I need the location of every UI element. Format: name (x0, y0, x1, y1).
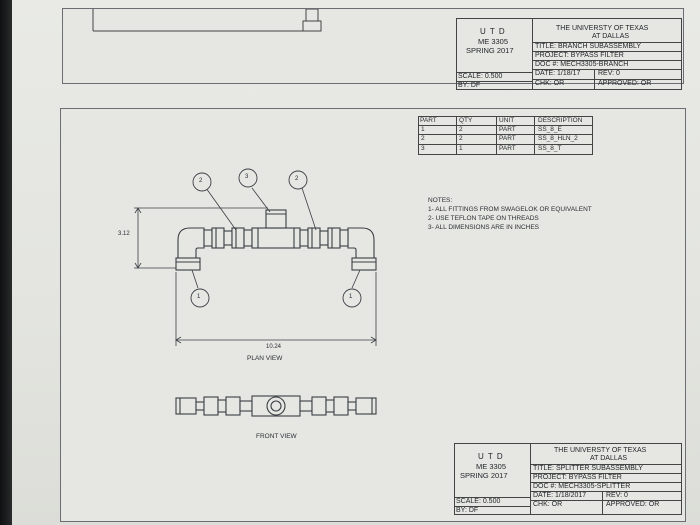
top-sheet-partial-drawing (92, 9, 322, 32)
drawing-title: TITLE: SPLITTER SUBASSEMBLY (533, 465, 643, 472)
university-name: THE UNIVERSTY OF TEXAS (554, 447, 647, 454)
date: DATE: 1/18/17 (535, 70, 581, 77)
main-drawing-sheet (60, 108, 686, 522)
approved-by: APPROVED: OR (606, 501, 660, 508)
bom-cell: SS_8_T (538, 145, 562, 152)
note-item: 3- ALL DIMENSIONS ARE IN INCHES (428, 224, 540, 231)
bom-cell: 2 (421, 135, 425, 142)
height-dimension: 3.12 (118, 231, 130, 237)
top-drawing-sheet (62, 8, 684, 84)
drawing-notes: NOTES: 1- ALL FITTINGS FROM SWAGELOK OR … (428, 196, 592, 232)
balloon-label: 2 (199, 178, 203, 184)
course-number: ME 3305 (478, 37, 509, 46)
drawn-by: BY: DF (456, 507, 479, 514)
term: SPRING 2017 (466, 46, 514, 55)
note-item: 2- USE TEFLON TAPE ON THREADS (428, 215, 539, 222)
bom-cell: 1 (421, 126, 425, 133)
bom-header-description: DESCRIPTION (538, 117, 583, 124)
bom-header-qty: QTY (459, 117, 473, 124)
revision: REV: 0 (598, 70, 620, 77)
note-item: 1- ALL FITTINGS FROM SWAGELOK OR EQUIVAL… (428, 206, 592, 213)
bom-cell: 2 (459, 135, 463, 142)
university-campus: AT DALLAS (592, 33, 630, 40)
document-number: DOC #: MECH3305-BRANCH (535, 61, 629, 68)
term: SPRING 2017 (460, 471, 508, 480)
school-name: U T D (478, 452, 504, 461)
plan-view-label: PLAN VIEW (247, 355, 283, 362)
project-name: PROJECT: BYPASS FILTER (535, 52, 624, 59)
bom-cell: SS_8_HLN_2 (538, 135, 578, 142)
balloon-label: 1 (349, 294, 353, 300)
bom-cell: 1 (459, 145, 463, 152)
school-name: U T D (480, 27, 506, 36)
width-dimension: 10.24 (266, 344, 282, 350)
bom-grid (418, 116, 593, 155)
balloon-label: 2 (295, 176, 299, 182)
checked-by: CHK: OR (535, 80, 565, 87)
bom-header-unit: UNIT (499, 117, 515, 124)
monitor-bezel-left (0, 0, 12, 525)
scale: SCALE: 0.500 (456, 498, 501, 505)
scale: SCALE: 0.500 (458, 73, 503, 80)
revision: REV: 0 (606, 492, 628, 499)
document-number: DOC #: MECH3305-SPLITTER (533, 483, 631, 490)
drawing-title: TITLE: BRANCH SUBASSEMBLY (535, 43, 642, 50)
checked-by: CHK: OR (533, 501, 563, 508)
front-view-label: FRONT VIEW (256, 433, 297, 440)
date: DATE: 1/18/2017 (533, 492, 587, 499)
bom-header-part: PART (420, 117, 437, 124)
bom-cell: 3 (421, 145, 425, 152)
course-number: ME 3305 (476, 462, 507, 471)
balloon-label: 3 (245, 174, 249, 180)
project-name: PROJECT: BYPASS FILTER (533, 474, 622, 481)
notes-heading: NOTES: (428, 197, 453, 204)
bom-cell: PART (499, 135, 516, 142)
bom-cell: 2 (459, 126, 463, 133)
approved-by: APPROVED: OR (598, 80, 652, 87)
balloon-label: 1 (197, 294, 201, 300)
university-campus: AT DALLAS (590, 455, 628, 462)
bom-cell: PART (499, 145, 516, 152)
drawn-by: BY: DF (458, 82, 481, 89)
bom-cell: PART (499, 126, 516, 133)
bom-cell: SS_8_E (538, 126, 562, 133)
university-name: THE UNIVERSTY OF TEXAS (556, 25, 649, 32)
